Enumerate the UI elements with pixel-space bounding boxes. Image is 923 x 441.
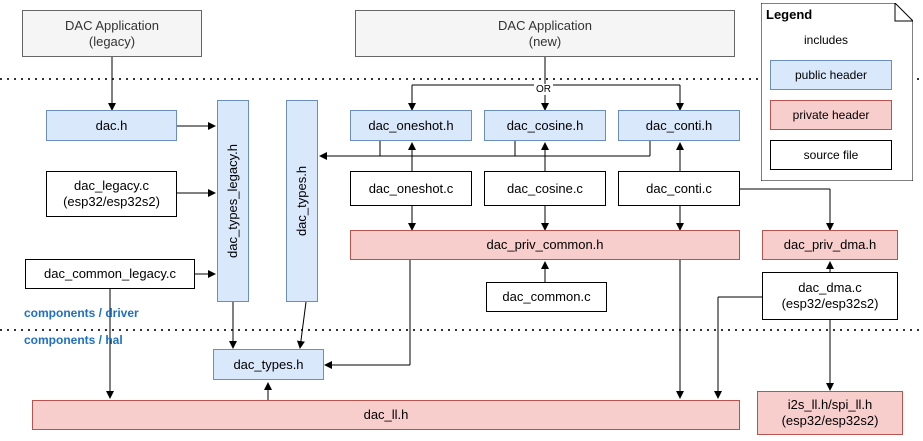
node-dac-dma-c-label: dac_dma.c: [798, 280, 862, 295]
node-dac-oneshot-h: dac_oneshot.h: [350, 110, 472, 141]
node-dac-types-h-hal: dac_types.h: [213, 349, 324, 380]
node-dac-ll-h-label: dac_ll.h: [363, 407, 409, 422]
node-dac-dma-c: dac_dma.c (esp32/esp32s2): [762, 272, 898, 320]
node-dac-types-h-driver: dac_types.h: [286, 100, 318, 302]
node-dac-cosine-h-label: dac_cosine.h: [506, 117, 584, 133]
app-new-subtitle: (new): [528, 33, 562, 49]
legend-private-header-label: private header: [792, 108, 870, 122]
node-dac-oneshot-h-label: dac_oneshot.h: [368, 117, 454, 133]
zone-label-driver: components / driver: [24, 306, 139, 320]
legend-title: Legend: [766, 7, 813, 22]
legend-public-header: public header: [770, 60, 892, 90]
node-dac-ll-h: dac_ll.h: [32, 400, 740, 430]
node-dac-common-legacy-c: dac_common_legacy.c: [25, 259, 195, 289]
app-new: DAC Application (new): [355, 10, 735, 57]
node-dac-oneshot-c-label: dac_oneshot.c: [368, 180, 454, 196]
node-dac-types-legacy-h-label: dac_types_legacy.h: [225, 144, 241, 258]
legend-frame: [761, 3, 913, 181]
node-dac-types-h-hal-label: dac_types.h: [233, 356, 304, 372]
node-dac-cosine-h: dac_cosine.h: [484, 110, 606, 141]
app-new-title: DAC Application: [498, 17, 592, 33]
node-i2s-spi-ll-h: i2s_ll.h/spi_ll.h (esp32/esp32s2): [757, 391, 903, 435]
node-dac-priv-dma-h: dac_priv_dma.h: [762, 230, 898, 260]
node-dac-conti-h: dac_conti.h: [618, 110, 740, 141]
node-dac-common-c-label: dac_common.c: [502, 289, 591, 304]
node-dac-conti-c-label: dac_conti.c: [646, 180, 712, 196]
node-dac-common-legacy-c-label: dac_common_legacy.c: [44, 266, 176, 281]
app-legacy: DAC Application (legacy): [22, 10, 202, 57]
node-dac-legacy-c: dac_legacy.c (esp32/esp32s2): [46, 171, 177, 217]
node-dac-priv-common-h: dac_priv_common.h: [350, 230, 740, 260]
node-dac-cosine-c: dac_cosine.c: [484, 171, 606, 206]
node-dac-oneshot-c: dac_oneshot.c: [350, 171, 472, 206]
legend-private-header: private header: [770, 100, 892, 130]
node-dac-dma-c-target: (esp32/esp32s2): [781, 296, 879, 311]
node-dac-h-label: dac.h: [95, 117, 128, 133]
node-dac-conti-c: dac_conti.c: [618, 171, 740, 206]
or-label: OR: [534, 84, 553, 95]
legend-includes-label: includes: [803, 33, 849, 47]
legend-source-file-label: source file: [803, 148, 859, 162]
node-dac-priv-common-h-label: dac_priv_common.h: [486, 237, 604, 252]
node-dac-types-legacy-h: dac_types_legacy.h: [217, 100, 249, 302]
node-dac-h: dac.h: [46, 110, 177, 141]
node-dac-priv-dma-h-label: dac_priv_dma.h: [783, 237, 877, 252]
node-dac-common-c: dac_common.c: [486, 282, 607, 312]
node-dac-conti-h-label: dac_conti.h: [645, 117, 713, 133]
legend-source-file: source file: [770, 140, 892, 170]
node-i2s-spi-ll-h-label: i2s_ll.h/spi_ll.h: [787, 397, 873, 412]
app-legacy-title: DAC Application: [65, 17, 159, 33]
node-dac-cosine-c-label: dac_cosine.c: [507, 180, 583, 196]
node-dac-legacy-c-target: (esp32/esp32s2): [63, 194, 160, 209]
node-dac-legacy-c-label: dac_legacy.c: [74, 178, 149, 193]
node-dac-types-h-driver-label: dac_types.h: [294, 165, 310, 237]
legend-public-header-label: public header: [794, 68, 868, 82]
app-legacy-subtitle: (legacy): [88, 33, 136, 49]
node-i2s-spi-ll-h-target: (esp32/esp32s2): [781, 413, 879, 428]
zone-label-hal: components / hal: [24, 333, 123, 347]
